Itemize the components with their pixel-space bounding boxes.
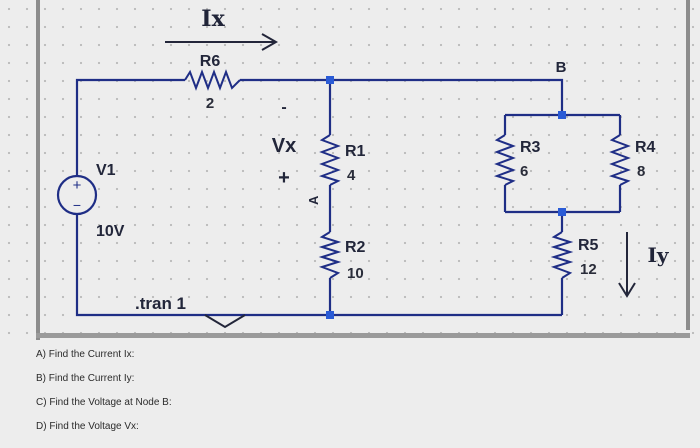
- r5-value: 12: [580, 261, 597, 278]
- v1-value: 10V: [96, 223, 125, 240]
- r4-name: R4: [635, 139, 656, 156]
- r6-value: 2: [206, 95, 214, 112]
- r4-value: 8: [637, 163, 645, 180]
- r3-value: 6: [520, 163, 528, 180]
- resistor-r1: [318, 134, 341, 186]
- iy-arrow: [618, 232, 636, 298]
- r1-name: R1: [345, 143, 366, 160]
- r3-name: R3: [520, 139, 541, 156]
- resistor-r6: [184, 69, 241, 91]
- resistor-r2: [318, 231, 342, 279]
- resistor-r3: [493, 134, 516, 186]
- ix-arrow-head: [261, 33, 279, 51]
- resistor-r4: [608, 134, 631, 186]
- grid-background: [0, 0, 700, 340]
- vx-minus: -: [281, 99, 286, 116]
- iy-arrow-head: [618, 282, 636, 298]
- r6-name: R6: [200, 53, 221, 70]
- tran-directive: .tran 1: [135, 294, 186, 313]
- iy-label: Iy: [648, 243, 670, 267]
- vx-label: Vx: [272, 135, 296, 157]
- r1-value: 4: [347, 167, 356, 184]
- resistor-r5: [550, 231, 574, 279]
- source-plus-sign: +: [73, 177, 82, 194]
- voltage-source-v1: + −: [56, 158, 98, 232]
- wire-left-top: [75, 78, 185, 158]
- r2-value: 10: [347, 265, 364, 282]
- ix-arrow: [165, 33, 279, 51]
- right-frame-bar: [686, 0, 690, 330]
- question-b: B) Find the Current Iy:: [36, 373, 135, 384]
- left-frame-bar: [36, 0, 40, 340]
- wire-bottom: [75, 232, 562, 317]
- question-a: A) Find the Current Ix:: [36, 349, 135, 360]
- node-top-mid: [326, 76, 334, 84]
- r5-name: R5: [578, 237, 599, 254]
- nodes: [326, 76, 566, 319]
- node-bottom-mid: [326, 311, 334, 319]
- v1-name: V1: [96, 162, 116, 179]
- source-minus-sign: −: [73, 197, 81, 213]
- bottom-frame-bar: [36, 333, 690, 338]
- wire-top-right: [330, 78, 564, 115]
- a-marker-label: A: [306, 195, 321, 205]
- vx-plus: +: [278, 167, 290, 189]
- node-b: [558, 111, 566, 119]
- question-list: A) Find the Current Ix: B) Find the Curr…: [36, 348, 356, 444]
- ground-marker: [204, 314, 246, 329]
- r2-name: R2: [345, 239, 366, 256]
- node-parallel-bottom: [558, 208, 566, 216]
- ix-label: Ix: [201, 6, 225, 32]
- node-b-label: B: [556, 59, 567, 76]
- question-d: D) Find the Voltage Vx:: [36, 421, 139, 432]
- question-c: C) Find the Voltage at Node B:: [36, 397, 172, 408]
